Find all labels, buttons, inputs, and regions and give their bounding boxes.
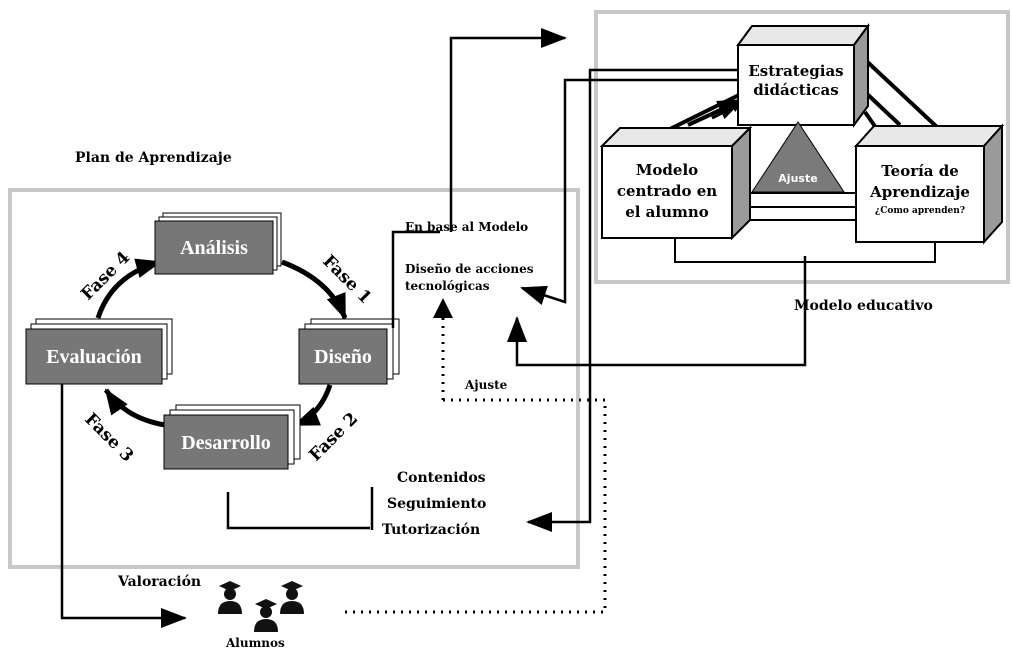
modelo-frame: [594, 10, 1010, 284]
dotted-arrowhead: [433, 298, 453, 318]
box-diseno: [298, 318, 400, 385]
diseno-acciones-line2: tecnológicas: [405, 279, 490, 293]
plan-frame: [8, 188, 580, 569]
estrategias-line2: didácticas: [753, 81, 838, 99]
centrado-line2: centrado en: [617, 182, 717, 200]
phase-analisis-label: Análisis: [180, 237, 248, 259]
alumnos-label: Alumnos: [226, 636, 285, 650]
ajuste-triangle-label: Ajuste: [778, 172, 817, 185]
diseno-acciones-line1: Diseño de acciones: [405, 262, 534, 276]
cube-centrado: [599, 125, 753, 241]
dotted-feedback: [345, 312, 607, 614]
valoracion-label: Valoración: [118, 574, 202, 590]
cube-estrategias: [736, 22, 870, 129]
en-base-label: En base al Modelo: [405, 220, 529, 234]
box-analisis: [154, 212, 282, 275]
centrado-line1: Modelo: [636, 161, 698, 179]
ajuste-label: Ajuste: [465, 378, 508, 392]
modelo-title: Modelo educativo: [794, 298, 933, 314]
connectors: [60, 28, 807, 628]
fase1-label: Fase 1: [318, 251, 375, 308]
cube-teoria: [853, 123, 1005, 245]
plan-title: Plan de Aprendizaje: [75, 150, 232, 166]
teoria-line3: ¿Como aprenden?: [875, 206, 965, 216]
modelo-inner-arrows: [711, 102, 742, 120]
output-contenidos: Contenidos: [397, 470, 486, 486]
phase-diseno-label: Diseño: [314, 346, 372, 368]
output-tutorizacion: Tutorización: [382, 522, 481, 538]
box-desarrollo: [163, 404, 301, 470]
ajuste-triangle: [751, 121, 845, 193]
box-evaluacion: [25, 318, 173, 385]
centrado-line3: el alumno: [625, 203, 709, 221]
modelo-platform: [674, 192, 936, 263]
phase-desarrollo-label: Desarrollo: [181, 432, 271, 454]
teoria-line1: Teoría de: [881, 162, 959, 180]
fase2-label: Fase 2: [305, 409, 362, 466]
estrategias-line1: Estrategias: [748, 62, 843, 80]
fase3-label: Fase 3: [80, 409, 137, 466]
phase-evaluacion-label: Evaluación: [46, 346, 142, 368]
teoria-line2: Aprendizaje: [869, 183, 970, 201]
output-seguimiento: Seguimiento: [387, 496, 487, 512]
graduates-icon: [218, 581, 304, 632]
